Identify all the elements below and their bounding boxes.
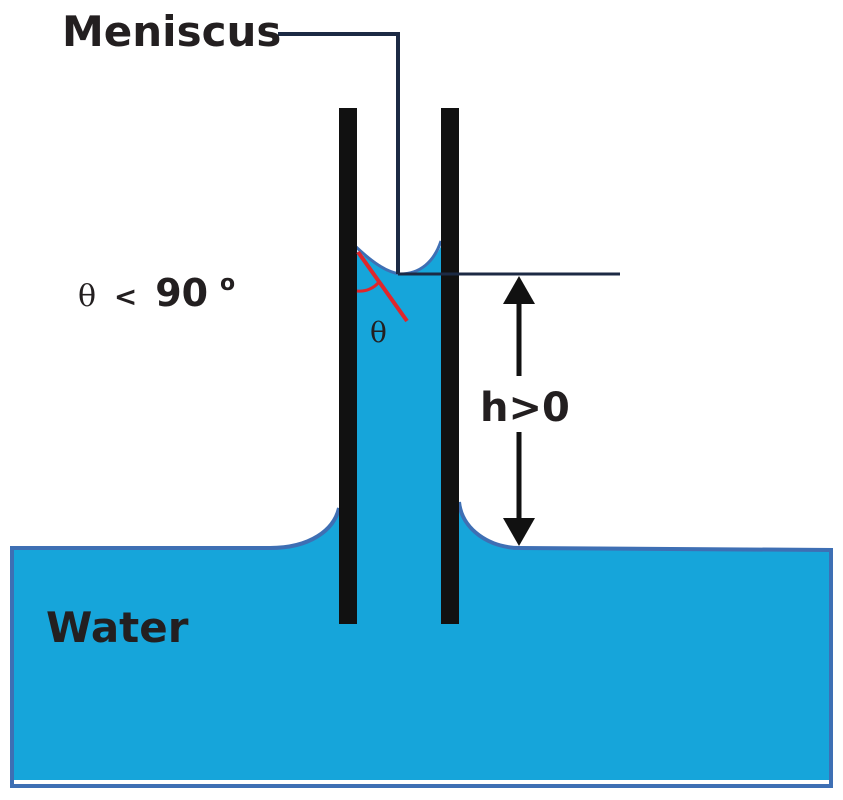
angle-condition-label: θ < 90 o: [78, 271, 235, 315]
water-label: Water: [46, 603, 189, 652]
water-outline: [10, 501, 833, 788]
angle-condition-unit: o: [220, 271, 235, 296]
water-reservoir-mid: [339, 540, 459, 780]
tube-wall-right: [441, 108, 459, 624]
water-reservoir: [12, 508, 339, 780]
meniscus-leader-line: [278, 32, 400, 274]
angle-condition-value: 90: [155, 271, 208, 315]
angle-condition-symbol: θ: [78, 279, 96, 314]
tube-wall-left: [339, 108, 357, 624]
height-label: h>0: [480, 385, 570, 431]
contact-angle-arc: [356, 280, 381, 293]
theta-label: θ: [370, 316, 387, 349]
contact-angle-tangent: [356, 250, 409, 323]
height-arrowhead-up: [503, 276, 535, 304]
water-reservoir-right: [459, 502, 831, 780]
angle-condition-relation: <: [114, 280, 137, 313]
height-arrowhead-down: [503, 518, 535, 546]
meniscus-label: Meniscus: [62, 7, 281, 56]
water-column: [351, 240, 444, 560]
